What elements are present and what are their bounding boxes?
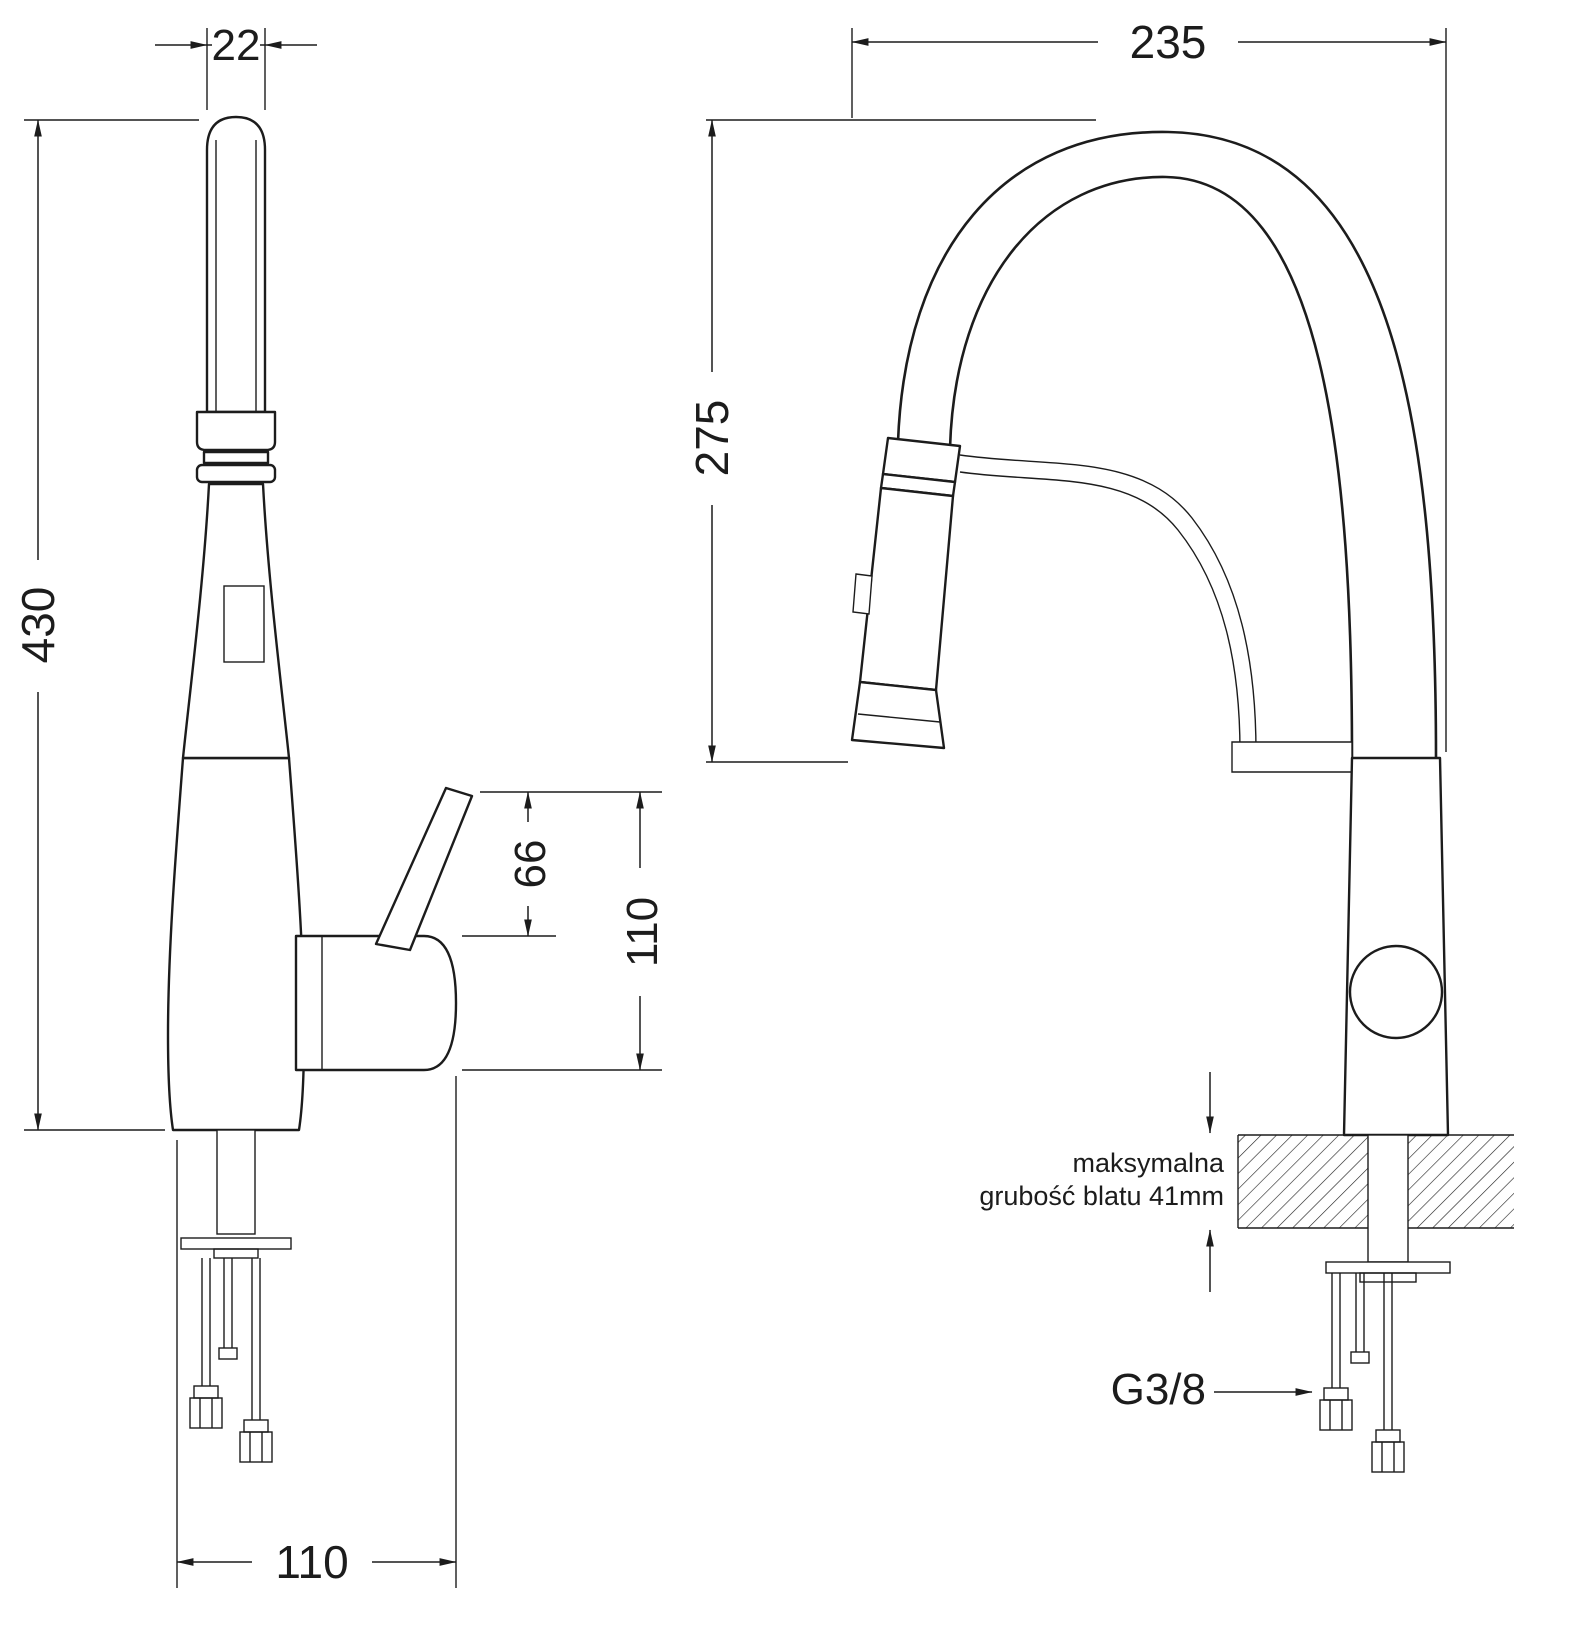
side-supply-hose-2 <box>1384 1273 1392 1430</box>
hose-1-nut <box>190 1398 222 1428</box>
dim-base-depth: 110 <box>275 1536 348 1588</box>
counter-note-line1: maksymalna <box>1072 1148 1225 1178</box>
front-view-dimensions: 22 430 66 110 110 <box>12 20 667 1588</box>
side-hose-1-ferrule <box>1324 1388 1348 1400</box>
side-hose-1-nut <box>1320 1400 1352 1430</box>
dim-handle-height: 110 <box>618 897 667 967</box>
dim-spout-reach: 235 <box>1130 16 1207 68</box>
pulldown-hose-inner <box>960 472 1240 752</box>
side-mounting-flange <box>1326 1262 1450 1273</box>
hose-2-ferrule <box>244 1420 268 1432</box>
sprayhead-body <box>860 488 953 690</box>
dim-spout-diameter: 22 <box>212 21 261 70</box>
sprayhead-button <box>853 574 872 614</box>
side-hose-2-nut-facets <box>1382 1442 1394 1472</box>
dim-lever-rise: 66 <box>506 840 555 889</box>
front-view <box>168 117 472 1462</box>
handle-housing <box>296 936 456 1070</box>
mounting-stud <box>224 1258 232 1348</box>
faucet-upper-body <box>183 484 289 758</box>
stud-foot <box>219 1348 237 1359</box>
hose-2-nut <box>240 1432 272 1462</box>
handle-lever <box>376 788 472 950</box>
side-supply-hose-1 <box>1332 1273 1340 1388</box>
swivel-joint <box>1350 946 1442 1038</box>
mounting-nut <box>214 1249 258 1258</box>
counter-note-line2: grubość blatu 41mm <box>979 1181 1224 1211</box>
hose-junction <box>1232 742 1352 772</box>
thread-connection-label: G3/8 <box>1111 1365 1206 1414</box>
side-hose-2-nut <box>1372 1442 1404 1472</box>
supply-hose-1 <box>202 1258 210 1386</box>
hose-1-nut-facets <box>200 1398 212 1428</box>
pulldown-hose-outer <box>960 455 1256 752</box>
supply-hose-2 <box>252 1258 260 1420</box>
side-view <box>852 132 1514 1472</box>
dim-spout-height: 275 <box>686 400 738 477</box>
dim-total-height: 430 <box>12 587 64 664</box>
collar-ring-1 <box>204 452 268 463</box>
side-hose-2-ferrule <box>1376 1430 1400 1442</box>
collar-ring-2 <box>197 465 275 482</box>
spout-curve-inner <box>950 177 1352 758</box>
spout-collar <box>197 412 275 450</box>
hose-1-ferrule <box>194 1386 218 1398</box>
mounting-flange <box>181 1238 291 1249</box>
side-mounting-stud <box>1356 1273 1364 1352</box>
side-hose-1-nut-facets <box>1330 1400 1342 1430</box>
spout-curve-outer <box>898 132 1436 758</box>
faucet-lower-body <box>168 758 304 1130</box>
shank-bg <box>217 1130 255 1234</box>
side-shank-bg <box>1368 1135 1408 1262</box>
side-mounting-nut <box>1360 1273 1416 1282</box>
side-stud-foot <box>1351 1352 1369 1363</box>
hose-2-nut-facets <box>250 1432 262 1462</box>
